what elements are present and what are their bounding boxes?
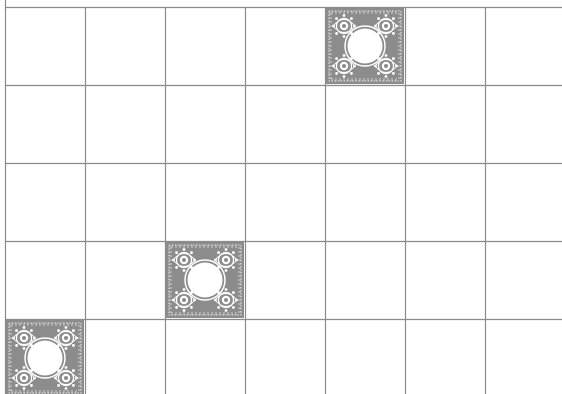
board-cell-r2-c5[interactable] bbox=[405, 163, 485, 241]
board-cell-r4-c2[interactable] bbox=[165, 319, 245, 394]
board-cell-r2-c3[interactable] bbox=[245, 163, 325, 241]
board-cell-r4-c3[interactable] bbox=[245, 319, 325, 394]
board-cell-r2-c2[interactable] bbox=[165, 163, 245, 241]
board-cell-r3-c4[interactable] bbox=[325, 241, 405, 319]
board-cell-r1-c0[interactable] bbox=[5, 85, 85, 163]
ornamental-ring-tile-icon[interactable] bbox=[326, 8, 404, 84]
board-cell-r1-c6[interactable] bbox=[485, 85, 562, 163]
board-cell-r4-c1[interactable] bbox=[85, 319, 165, 394]
board-cell-r1-c4[interactable] bbox=[325, 85, 405, 163]
board-cell-r3-c5[interactable] bbox=[405, 241, 485, 319]
cells-layer bbox=[5, 7, 562, 394]
board-cell-r2-c6[interactable] bbox=[485, 163, 562, 241]
board-cell-r1-c5[interactable] bbox=[405, 85, 485, 163]
board-cell-r3-c6[interactable] bbox=[485, 241, 562, 319]
board-cell-r2-c4[interactable] bbox=[325, 163, 405, 241]
board-cell-r4-c6[interactable] bbox=[485, 319, 562, 394]
board-cell-r3-c3[interactable] bbox=[245, 241, 325, 319]
board-cell-r0-c6[interactable] bbox=[485, 7, 562, 85]
board-cell-r0-c3[interactable] bbox=[245, 7, 325, 85]
board-cell-r1-c1[interactable] bbox=[85, 85, 165, 163]
board-cell-r1-c3[interactable] bbox=[245, 85, 325, 163]
board-cell-r0-c1[interactable] bbox=[85, 7, 165, 85]
board-cell-r2-c0[interactable] bbox=[5, 163, 85, 241]
ornamental-ring-tile-icon[interactable] bbox=[166, 242, 244, 318]
board-cell-r4-c4[interactable] bbox=[325, 319, 405, 394]
ornamental-ring-tile-icon[interactable] bbox=[6, 320, 84, 394]
board-cell-r3-c1[interactable] bbox=[85, 241, 165, 319]
board-cell-r2-c1[interactable] bbox=[85, 163, 165, 241]
board-cell-r0-c2[interactable] bbox=[165, 7, 245, 85]
board-cell-r1-c2[interactable] bbox=[165, 85, 245, 163]
board-cell-r0-c0[interactable] bbox=[5, 7, 85, 85]
board-cell-r4-c5[interactable] bbox=[405, 319, 485, 394]
board-cell-r3-c0[interactable] bbox=[5, 241, 85, 319]
board-cell-r0-c5[interactable] bbox=[405, 7, 485, 85]
